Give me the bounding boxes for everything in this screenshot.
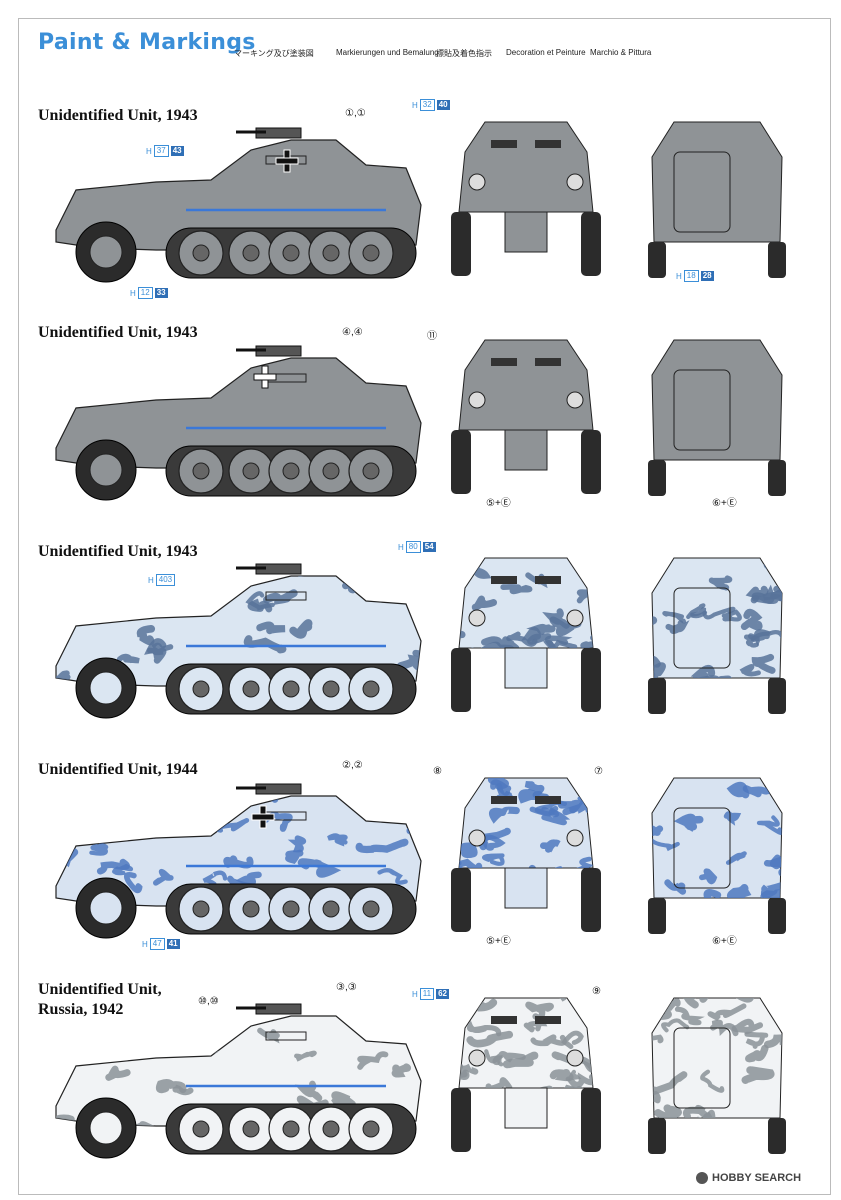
subtitle-chinese: 標貼及着色指示 bbox=[436, 49, 492, 58]
marking-callout: ⑤+Ⓔ bbox=[486, 936, 511, 947]
balkenkreuz-icon bbox=[275, 149, 299, 173]
marking-callout: ⑥+Ⓔ bbox=[712, 936, 737, 947]
front-view-drawing bbox=[451, 557, 601, 712]
balkenkreuz-icon bbox=[253, 365, 277, 389]
side-view-drawing bbox=[55, 783, 422, 939]
page-title: Paint & Markings bbox=[38, 30, 256, 55]
section-title-5: Unidentified Unit,Russia, 1942 bbox=[38, 981, 162, 1018]
subtitle-french: Decoration et Peinture bbox=[506, 48, 586, 57]
marking-callout: ⑤+Ⓔ bbox=[486, 498, 511, 509]
section-title-2: Unidentified Unit, 1943 bbox=[38, 324, 198, 341]
page-frame bbox=[18, 18, 831, 1195]
marking-callout: ⑩,⑩ bbox=[198, 996, 219, 1007]
rear-view-drawing bbox=[648, 997, 786, 1154]
marking-callout: ②,② bbox=[342, 760, 363, 771]
side-view-drawing bbox=[55, 127, 422, 283]
hobby-search-logo-icon bbox=[696, 1172, 708, 1184]
subtitle-italian: Marchio & Pittura bbox=[590, 48, 652, 57]
rear-view-drawing bbox=[648, 121, 786, 278]
marking-callout: ④,④ bbox=[342, 327, 363, 338]
side-view-drawing bbox=[55, 345, 422, 501]
marking-callout: ⑪ bbox=[427, 331, 437, 342]
front-view-drawing bbox=[451, 121, 601, 276]
front-view-drawing bbox=[451, 777, 601, 932]
front-view-drawing bbox=[451, 339, 601, 494]
marking-callout: ①,① bbox=[345, 108, 366, 119]
side-view-drawing bbox=[55, 1003, 422, 1159]
subtitle-german: Markierungen und Bemalung bbox=[336, 48, 439, 57]
rear-view-drawing bbox=[648, 777, 786, 934]
rear-view-drawing bbox=[648, 557, 786, 714]
watermark: HOBBY SEARCH bbox=[696, 1172, 801, 1184]
section-title-4: Unidentified Unit, 1944 bbox=[38, 761, 198, 778]
marking-callout: ⑧ bbox=[433, 766, 442, 777]
front-view-drawing bbox=[451, 997, 601, 1152]
marking-callout: ③,③ bbox=[336, 982, 357, 993]
side-view-drawing bbox=[55, 563, 422, 719]
section-title-3: Unidentified Unit, 1943 bbox=[38, 543, 198, 560]
marking-callout: ⑨ bbox=[592, 986, 601, 997]
balkenkreuz-icon bbox=[251, 805, 275, 829]
rear-view-drawing bbox=[648, 339, 786, 496]
marking-callout: ⑥+Ⓔ bbox=[712, 498, 737, 509]
subtitle-japanese: マーキング及び塗装図 bbox=[234, 49, 314, 58]
marking-callout: ⑦ bbox=[594, 766, 603, 777]
section-title-1: Unidentified Unit, 1943 bbox=[38, 107, 198, 124]
